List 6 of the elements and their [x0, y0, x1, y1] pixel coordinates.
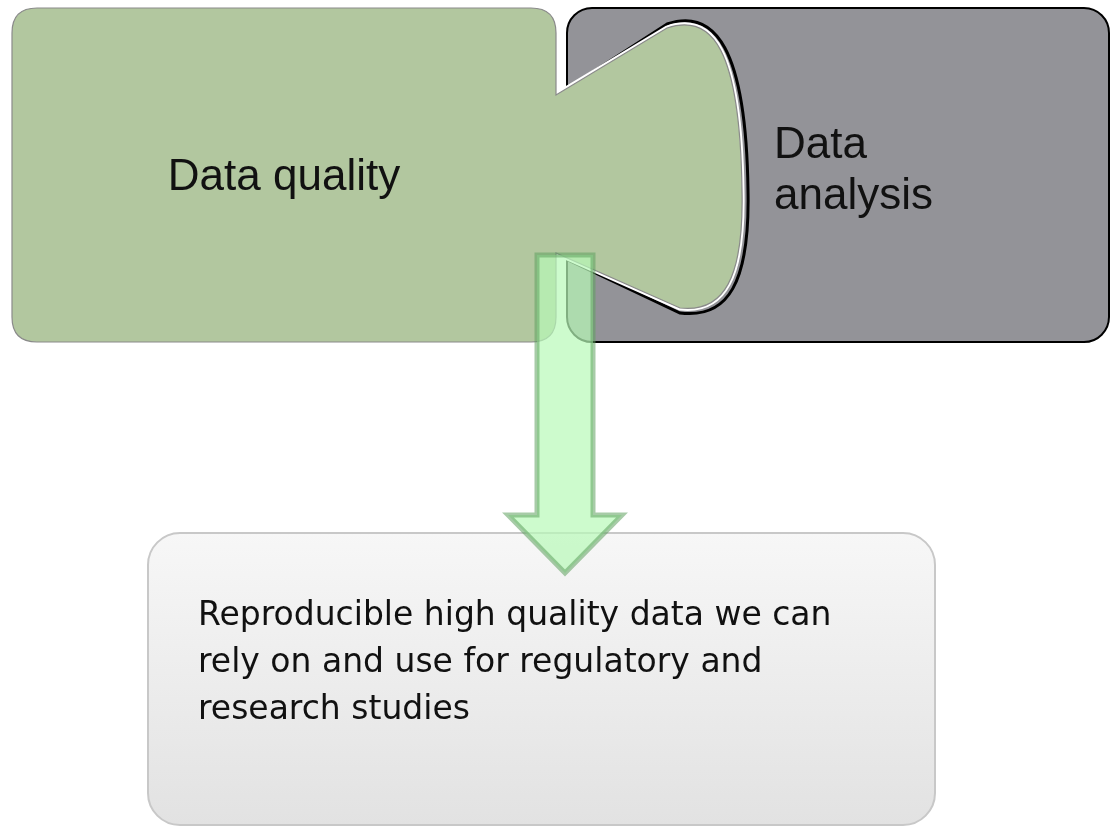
- box-label: Data quality: [166, 148, 402, 201]
- outcome-text: Reproducible high quality data we can rely on and use for regulatory and research studies: [198, 593, 833, 729]
- block-arrow: [502, 252, 628, 577]
- puzzle-piece-box: [12, 8, 752, 342]
- box-label: Data analysis: [774, 118, 934, 220]
- outcome-box: [148, 533, 935, 825]
